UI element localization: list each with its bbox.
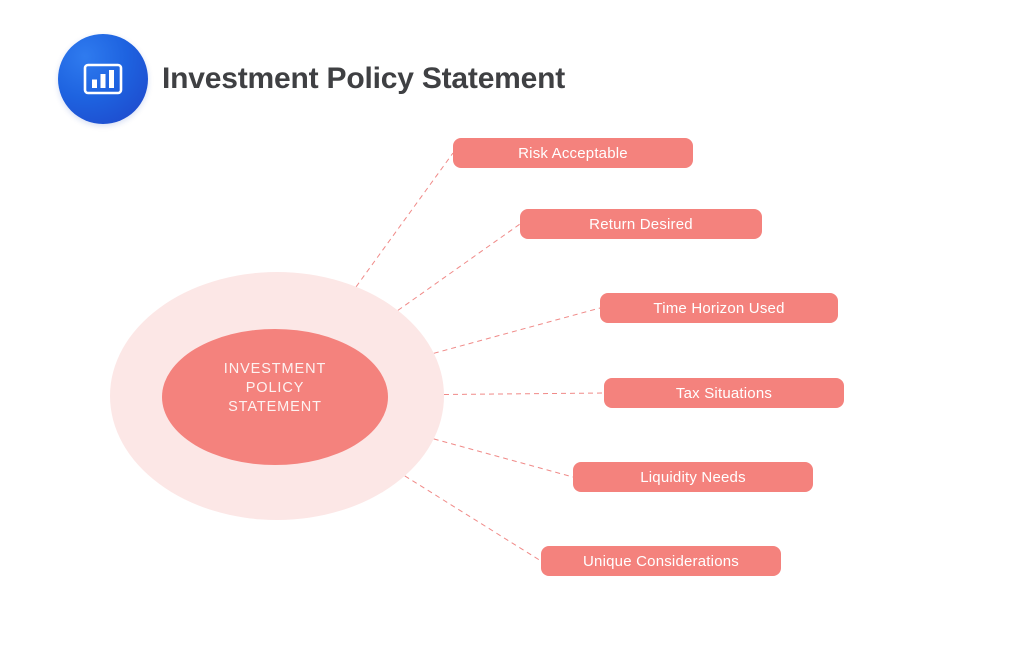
branch-node[interactable]: Unique Considerations — [541, 546, 781, 576]
inner-ellipse — [162, 329, 388, 465]
connector-lines — [355, 152, 605, 562]
connector-line — [443, 392, 605, 395]
branch-node-label: Tax Situations — [675, 384, 773, 402]
bar-chart-icon — [58, 34, 148, 124]
connector-line — [433, 438, 574, 478]
connector-line — [433, 307, 601, 354]
branch-node[interactable]: Liquidity Needs — [573, 462, 813, 492]
branch-node-label: Return Desired — [589, 215, 693, 233]
branch-node-label: Unique Considerations — [583, 552, 739, 570]
branch-node[interactable]: Tax Situations — [604, 378, 844, 408]
branch-node[interactable]: Time Horizon Used — [600, 293, 838, 323]
branch-node-label: Liquidity Needs — [640, 468, 746, 486]
connector-line — [355, 152, 454, 288]
connector-line — [404, 475, 542, 562]
branch-node[interactable]: Return Desired — [520, 209, 762, 239]
page-header: Investment Policy Statement — [58, 34, 565, 124]
branch-node-label: Time Horizon Used — [653, 299, 785, 317]
connector-line — [397, 223, 521, 311]
branch-node[interactable]: Risk Acceptable — [453, 138, 693, 168]
page-title: Investment Policy Statement — [162, 62, 566, 95]
branch-node-label: Risk Acceptable — [518, 144, 628, 162]
